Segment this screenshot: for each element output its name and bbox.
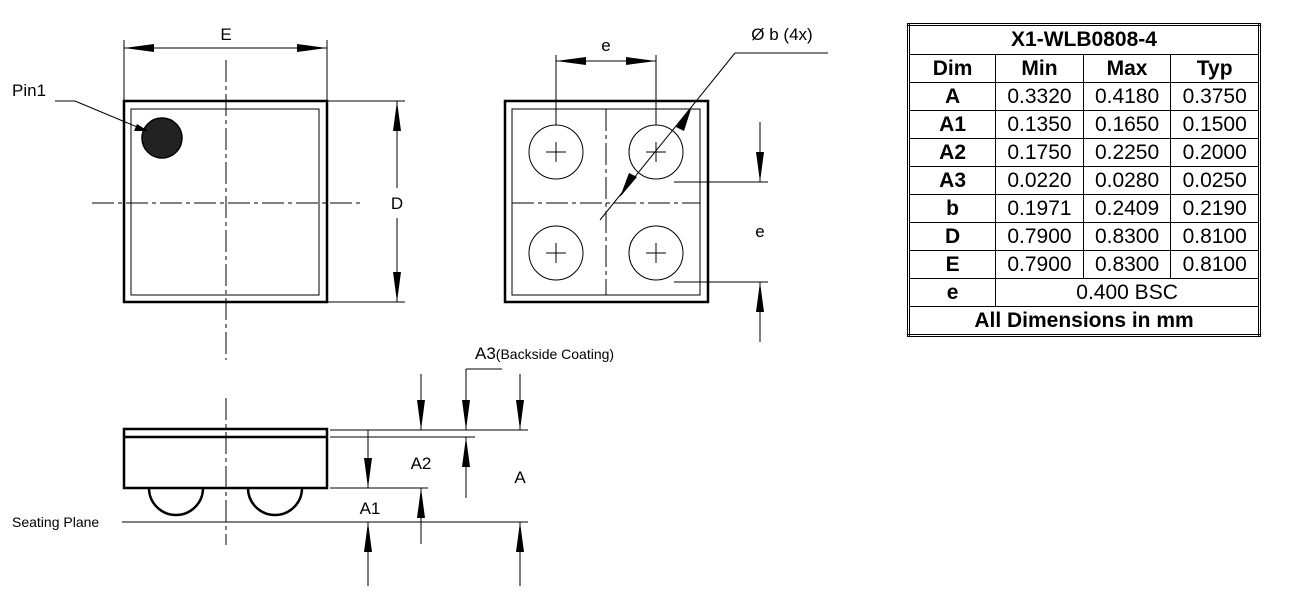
row-typ: 0.0250	[1170, 166, 1260, 195]
row-typ: 0.8100	[1170, 222, 1260, 251]
a3-label: A3(Backside Coating)	[475, 344, 614, 363]
top-view-inner-outline	[130, 108, 320, 296]
table-row-pitch: e 0.400 BSC	[907, 278, 1260, 307]
header-min: Min	[995, 54, 1084, 83]
table-title-row: X1-WLB0808-4	[908, 24, 1260, 55]
table-header-row: Dim Min Max Typ	[907, 54, 1260, 83]
side-solder-ball	[147, 487, 205, 517]
solder-ball	[628, 124, 684, 180]
header-max: Max	[1082, 54, 1172, 83]
ball-diameter-label: Ø b (4x)	[751, 25, 812, 44]
dimension-arrow	[516, 522, 524, 552]
row-max: 0.2409	[1082, 194, 1172, 223]
pin1-marker	[141, 117, 183, 159]
row-min: 0.1971	[995, 194, 1084, 223]
table-row: E 0.7900 0.8300 0.8100	[907, 250, 1260, 279]
row-typ: 0.2190	[1170, 194, 1260, 223]
row-max: 0.2250	[1082, 138, 1172, 167]
side-view-body	[122, 427, 329, 490]
row-dim: A2	[907, 138, 997, 167]
dimension-arrow	[364, 522, 372, 552]
row-min: 0.7900	[995, 250, 1084, 279]
row-max: 0.8300	[1082, 222, 1172, 251]
row-min: 0.3320	[995, 82, 1084, 111]
height-d-label: D	[391, 194, 403, 213]
pitch-e-top-label: e	[601, 36, 610, 55]
header-typ: Typ	[1170, 54, 1260, 83]
row-min: 0.1750	[995, 138, 1084, 167]
solder-ball	[628, 225, 684, 281]
a-label: A	[514, 468, 526, 487]
dimension-arrow	[297, 44, 327, 52]
pin1-leader-arrow	[134, 124, 148, 131]
row-max: 0.0280	[1082, 166, 1172, 195]
row-min: 0.0220	[995, 166, 1084, 195]
pin1-label: Pin1	[12, 81, 46, 100]
row-dim: A3	[907, 166, 997, 195]
dimension-arrow	[393, 101, 401, 131]
top-view: Pin1 E D	[12, 25, 405, 360]
row-dim: A	[907, 82, 997, 111]
row-dim: e	[907, 278, 997, 307]
row-dim: b	[907, 194, 997, 223]
row-typ: 0.8100	[1170, 250, 1260, 279]
a1-label: A1	[360, 499, 381, 518]
row-max: 0.1650	[1082, 110, 1172, 139]
dimension-arrow	[462, 400, 470, 430]
header-dim: Dim	[907, 54, 997, 83]
dimension-arrow	[626, 57, 656, 65]
dimension-arrow	[462, 437, 470, 467]
row-dim: E	[907, 250, 997, 279]
row-max: 0.8300	[1082, 250, 1172, 279]
dimension-arrow	[756, 282, 764, 312]
dimension-arrow	[620, 173, 637, 197]
row-typ: 0.2000	[1170, 138, 1260, 167]
pitch-value: 0.400 BSC	[995, 278, 1260, 307]
table-row: A 0.3320 0.4180 0.3750	[907, 82, 1260, 111]
seating-plane-label: Seating Plane	[12, 514, 99, 530]
dimension-arrow	[676, 106, 692, 131]
dimension-arrow	[516, 400, 524, 430]
side-solder-ball	[246, 487, 304, 517]
dimension-arrow	[756, 152, 764, 182]
pin1-leader-line	[74, 100, 143, 130]
dimension-arrow	[556, 57, 586, 65]
table-footer: All Dimensions in mm	[908, 306, 1260, 336]
solder-ball	[528, 225, 584, 281]
table-row: A1 0.1350 0.1650 0.1500	[907, 110, 1260, 139]
table-footer-row: All Dimensions in mm	[908, 306, 1260, 336]
row-dim: D	[907, 222, 997, 251]
row-min: 0.7900	[995, 222, 1084, 251]
dimension-arrow	[393, 272, 401, 302]
table-row: A3 0.0220 0.0280 0.0250	[907, 166, 1260, 195]
row-typ: 0.1500	[1170, 110, 1260, 139]
ball-diameter-leader	[599, 52, 736, 221]
solder-ball	[528, 124, 584, 180]
table-row: A2 0.1750 0.2250 0.2000	[907, 138, 1260, 167]
pitch-e-side-label: e	[755, 222, 764, 241]
table-row: b 0.1971 0.2409 0.2190	[907, 194, 1260, 223]
row-typ: 0.3750	[1170, 82, 1260, 111]
table-title: X1-WLB0808-4	[908, 24, 1260, 55]
row-max: 0.4180	[1082, 82, 1172, 111]
side-view: Seating Plane A1 A2 A3(Backside Coating)…	[12, 344, 614, 586]
row-dim: A1	[907, 110, 997, 139]
table-row: D 0.7900 0.8300 0.8100	[907, 222, 1260, 251]
dimension-arrow	[417, 488, 425, 518]
row-min: 0.1350	[995, 110, 1084, 139]
bottom-view-body	[503, 99, 710, 304]
a2-label: A2	[411, 454, 432, 473]
dimension-arrow	[364, 458, 372, 488]
bottom-view: e e Ø b (4x)	[503, 25, 828, 342]
dimension-arrow	[124, 44, 154, 52]
width-e-label: E	[220, 25, 231, 44]
dimension-table: X1-WLB0808-4 Dim Min Max Typ A 0.3320 0.…	[907, 23, 1261, 337]
dimension-arrow	[417, 400, 425, 430]
